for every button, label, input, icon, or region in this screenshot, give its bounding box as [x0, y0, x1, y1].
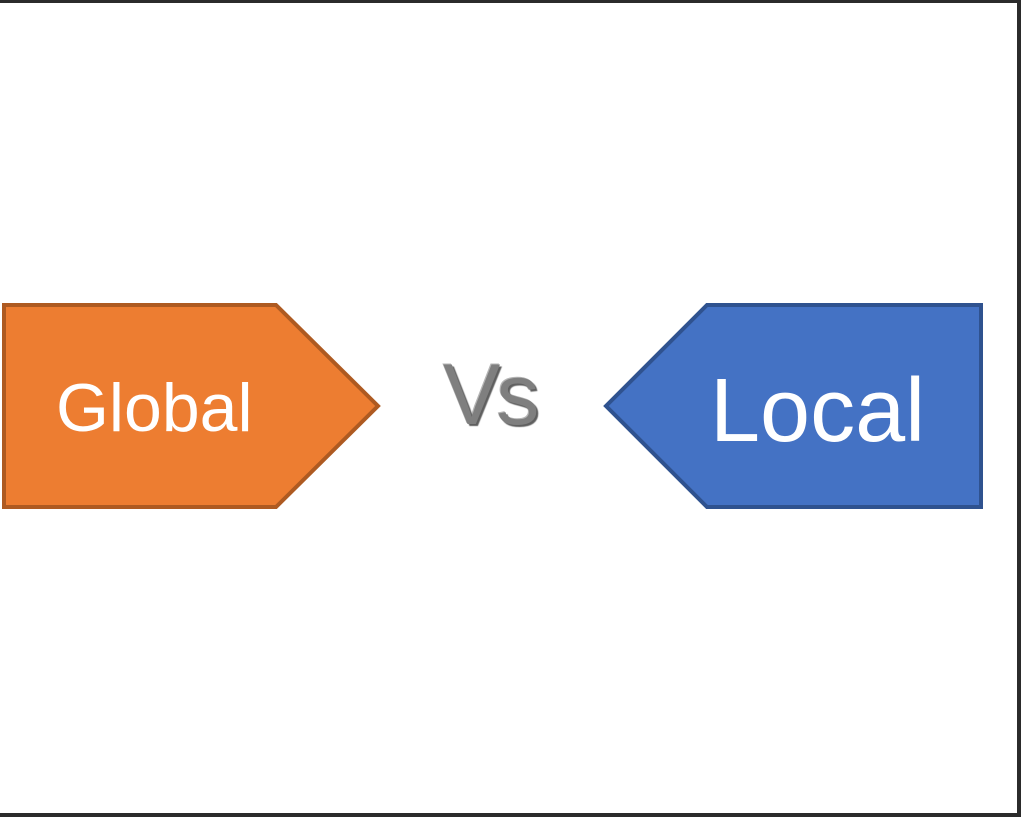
global-label: Global [56, 370, 253, 446]
local-label: Local [710, 361, 926, 461]
vs-label: Vs [443, 347, 539, 443]
local-arrow-shape [603, 303, 983, 509]
global-arrow-shape [2, 303, 381, 509]
